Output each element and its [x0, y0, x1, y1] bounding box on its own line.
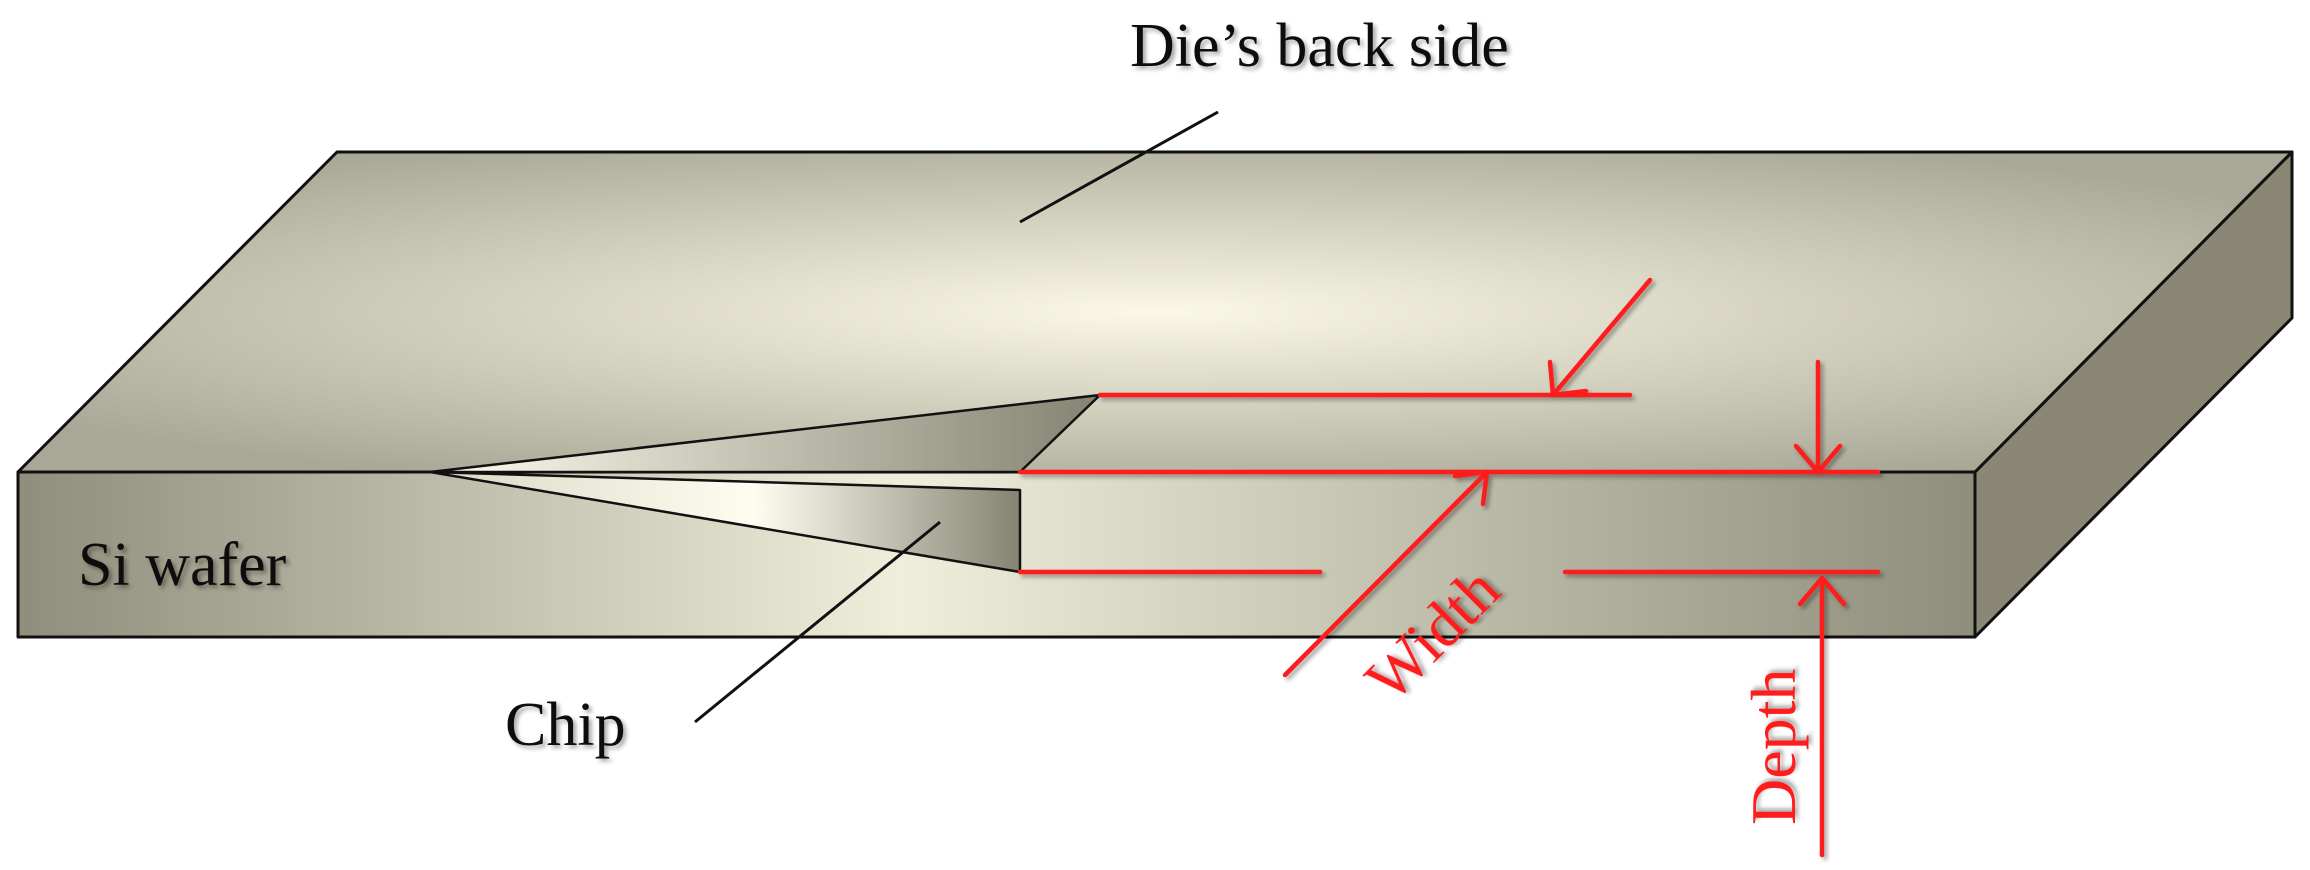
chip-top-facet: [428, 393, 1102, 474]
chip-leader: [694, 520, 941, 724]
depth-label: Depth: [1738, 669, 1809, 825]
depth-arrow-lower-head: [1797, 575, 1847, 607]
dimension-lines: [1017, 277, 1881, 858]
depth-arrow-upper-head: [1793, 443, 1843, 475]
die-back-side-label: Die’s back side: [1130, 12, 1509, 80]
width-arrow-lower-head: [1452, 469, 1490, 507]
wafer-block: [16, 150, 2294, 639]
width-arrow-upper-head: [1547, 359, 1589, 398]
si-wafer-label: Si wafer: [78, 531, 287, 599]
chip-notch: [428, 393, 1102, 574]
wafer-top-face: [16, 150, 2294, 474]
width-arrow-lower-shaft: [1282, 469, 1490, 678]
chip-label: Chip: [505, 691, 626, 759]
width-arrow-upper-shaft: [1550, 277, 1653, 398]
chip-front-facet: [428, 470, 1022, 574]
die-back-side-leader: [1019, 110, 1219, 224]
